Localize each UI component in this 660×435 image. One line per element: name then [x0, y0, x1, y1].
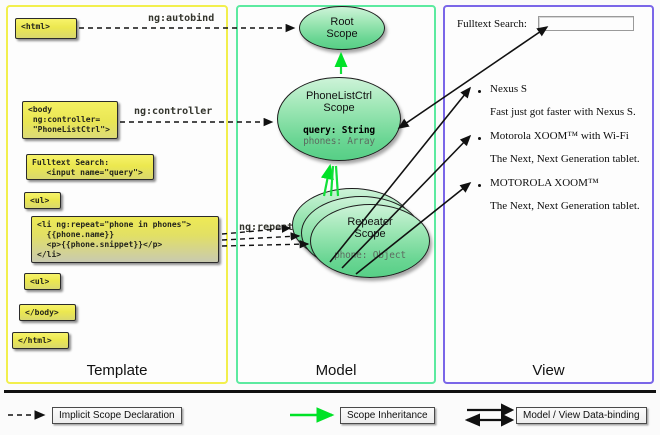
- scope-repeater-field-phone: phone: Object: [334, 250, 406, 261]
- code-box-body-open: <body ng:controller= "PhoneListCtrl">: [22, 101, 118, 139]
- label-ng-controller: ng:controller: [134, 106, 213, 117]
- column-label-view: View: [532, 362, 565, 379]
- view-phone-snippet-2: The Next, Next Generation tablet.: [490, 200, 640, 212]
- scope-root-title-line1: Root: [330, 16, 354, 28]
- scope-repeater: Repeater Scope phone: Object: [310, 204, 430, 278]
- scope-root-title-line2: Scope: [326, 28, 358, 40]
- column-view: [443, 5, 654, 384]
- scope-root: Root Scope: [299, 6, 385, 50]
- scope-phonelistctrl-field-query: query: String: [303, 125, 375, 136]
- code-box-html-open: <html>: [15, 18, 77, 39]
- view-list-bullet: [478, 137, 481, 140]
- view-list-bullet: [478, 90, 481, 93]
- label-ng-autobind: ng:autobind: [148, 13, 215, 24]
- scope-repeater-title-line2: Scope: [354, 228, 386, 240]
- view-list-bullet: [478, 184, 481, 187]
- column-label-template: Template: [86, 362, 148, 379]
- code-box-ul-open: <ul>: [24, 192, 61, 209]
- view-phone-name-2: MOTOROLA XOOM™: [490, 177, 599, 189]
- scope-phonelistctrl: PhoneListCtrl Scope query: String phones…: [277, 77, 401, 161]
- legend-label-data-binding: Model / View Data-binding: [516, 407, 647, 424]
- view-search-input[interactable]: [538, 16, 634, 31]
- code-box-ul-close: <ul>: [24, 273, 61, 290]
- legend-label-scope-inheritance: Scope Inheritance: [340, 407, 435, 424]
- view-phone-snippet-1: The Next, Next Generation tablet.: [490, 153, 640, 165]
- scope-repeater-title-line1: Repeater: [347, 216, 393, 228]
- scope-phonelistctrl-field-phones: phones: Array: [303, 136, 375, 147]
- label-ng-repeat: ng:repeat: [239, 222, 294, 233]
- legend-divider: [4, 390, 656, 393]
- view-phone-snippet-0: Fast just got faster with Nexus S.: [490, 106, 636, 118]
- scope-phonelistctrl-title-line1: PhoneListCtrl: [305, 90, 373, 102]
- column-label-model: Model: [315, 362, 357, 379]
- view-phone-name-1: Motorola XOOM™ with Wi-Fi: [490, 130, 629, 142]
- code-box-html-close: </html>: [12, 332, 69, 349]
- scope-phonelistctrl-title-line2: Scope: [323, 102, 355, 114]
- view-search-label: Fulltext Search:: [457, 18, 527, 30]
- legend-label-implicit-scope-declaration: Implicit Scope Declaration: [52, 407, 182, 424]
- code-box-body-close: </body>: [19, 304, 76, 321]
- code-box-search-input-markup: Fulltext Search: <input name="query">: [26, 154, 154, 180]
- view-phone-name-0: Nexus S: [490, 83, 527, 95]
- code-box-li-repeat: <li ng:repeat="phone in phones"> {{phone…: [31, 216, 219, 263]
